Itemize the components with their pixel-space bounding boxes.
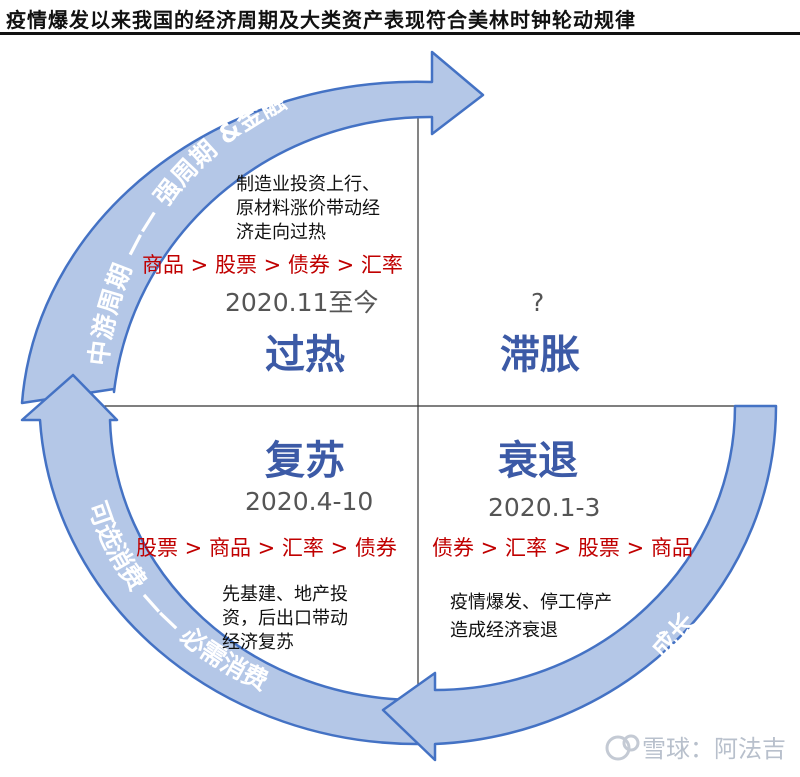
xueqiu-logo-icon-small bbox=[622, 734, 640, 752]
recovery-date: 2020.4-10 bbox=[245, 487, 373, 516]
recovery-name: 复苏 bbox=[265, 438, 345, 484]
xueqiu-logo-icon bbox=[605, 735, 631, 761]
recovery-note-line-3: 经济复苏 bbox=[222, 632, 294, 653]
title-underline bbox=[0, 32, 800, 35]
overheat-asset-order: 商品 > 股票 > 债券 > 汇率 bbox=[142, 253, 403, 277]
page-title: 疫情爆发以来我国的经济周期及大类资产表现符合美林时钟轮动规律 bbox=[6, 8, 636, 32]
recession-name: 衰退 bbox=[498, 438, 578, 484]
recession-date: 2020.1-3 bbox=[488, 493, 600, 522]
recovery-asset-order: 股票 > 商品 > 汇率 > 债券 bbox=[136, 536, 397, 560]
overheat-name: 过热 bbox=[265, 332, 345, 378]
recession-note-line-1: 疫情爆发、停工停产 bbox=[450, 592, 612, 613]
stagflation-name: 滞胀 bbox=[500, 332, 580, 378]
top-cycle-arrow bbox=[20, 50, 485, 405]
recovery-note-line-2: 资，后出口带动 bbox=[222, 608, 348, 629]
recovery-note-line-1: 先基建、地产投 bbox=[222, 584, 348, 605]
watermark-text: 雪球：阿法吉 bbox=[642, 735, 786, 763]
stagflation-date: ? bbox=[531, 288, 544, 317]
overheat-date: 2020.11至今 bbox=[225, 288, 378, 317]
xueqiu-watermark: 雪球：阿法吉 bbox=[605, 734, 786, 763]
overheat-note-line-1: 制造业投资上行、 bbox=[236, 174, 380, 195]
title-bar: 疫情爆发以来我国的经济周期及大类资产表现符合美林时钟轮动规律 bbox=[0, 0, 800, 35]
right-cycle-arrow bbox=[381, 404, 778, 762]
recession-note-line-2: 造成经济衰退 bbox=[450, 620, 558, 641]
recession-asset-order: 债券 > 汇率 > 股票 > 商品 bbox=[432, 536, 693, 560]
bottom-cycle-arrow bbox=[20, 373, 420, 746]
overheat-note-line-3: 济走向过热 bbox=[236, 222, 326, 243]
overheat-note-line-2: 原材料涨价带动经 bbox=[236, 198, 380, 219]
